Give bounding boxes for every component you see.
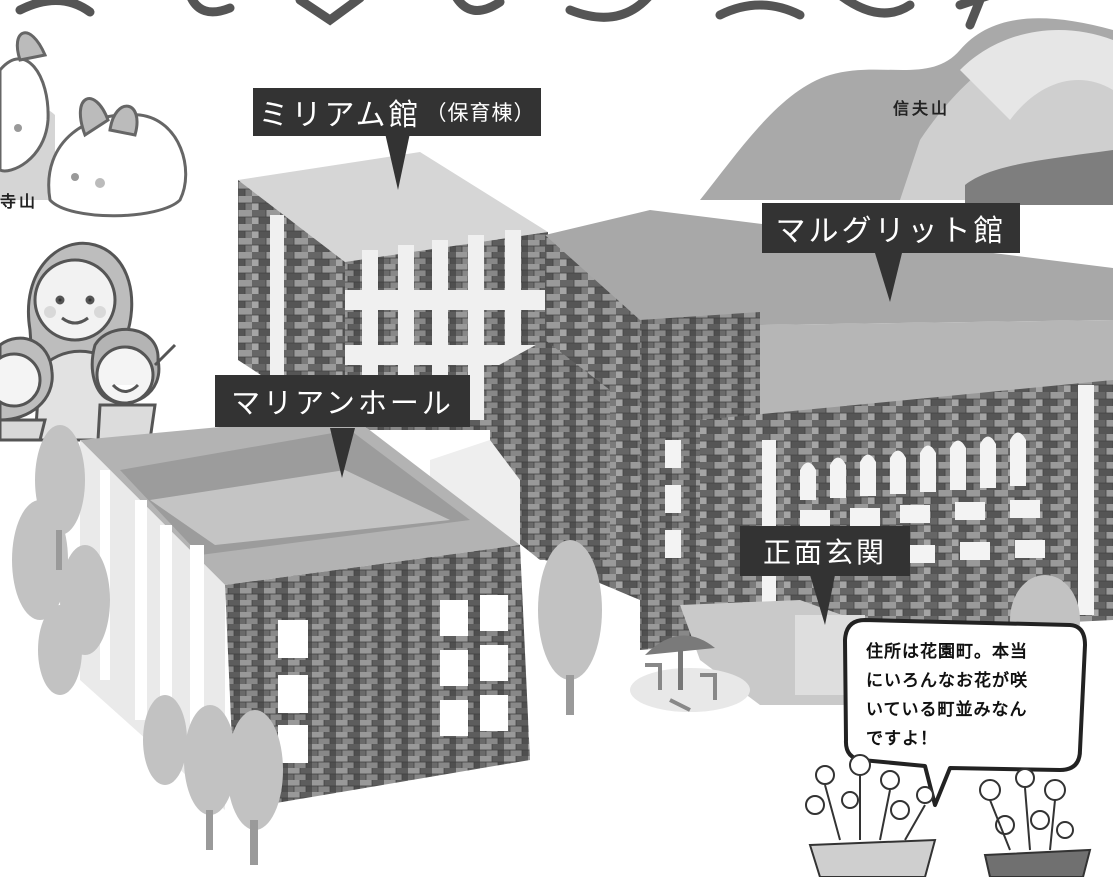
label-marguerite-text: マルグリット館 [775, 214, 1007, 249]
flower-pots [805, 754, 1092, 878]
bubble-line-2: にいろんなお花が咲 [866, 671, 1028, 691]
umbrella-table [630, 635, 750, 712]
title-fragment [15, 0, 990, 30]
bubble-line-4: ですよ！ [866, 729, 938, 749]
label-marian-hall-text: マリアンホール [231, 386, 454, 420]
label-front-entrance-text: 正面玄関 [762, 536, 887, 569]
marian-hall-building [80, 415, 530, 810]
label-mountain-left: 寺山 [0, 192, 39, 211]
label-marguerite: マルグリット館 [762, 203, 1020, 253]
label-miriam-main: ミリアム館 [258, 98, 422, 133]
bubble-line-1: 住所は花園町。本当 [866, 642, 1028, 662]
speech-bubble-text: 住所は花園町。本当 にいろんなお花が咲 いている町並みなん ですよ！ [866, 638, 1076, 754]
label-miriam: ミリアム館（保育棟） [253, 88, 541, 136]
speech-bubble [843, 618, 1087, 807]
people-characters [0, 241, 177, 442]
label-miriam-sub: （保育棟） [425, 101, 536, 125]
label-front-entrance: 正面玄関 [740, 526, 910, 576]
bubble-line-3: いている町並みなん [866, 700, 1028, 720]
mountain-shinobu [700, 18, 1113, 205]
label-marian-hall: マリアンホール [215, 375, 470, 427]
label-pointers [330, 133, 902, 625]
label-mountain-shinobu: 信夫山 [893, 99, 951, 118]
bunny-characters [0, 31, 188, 218]
